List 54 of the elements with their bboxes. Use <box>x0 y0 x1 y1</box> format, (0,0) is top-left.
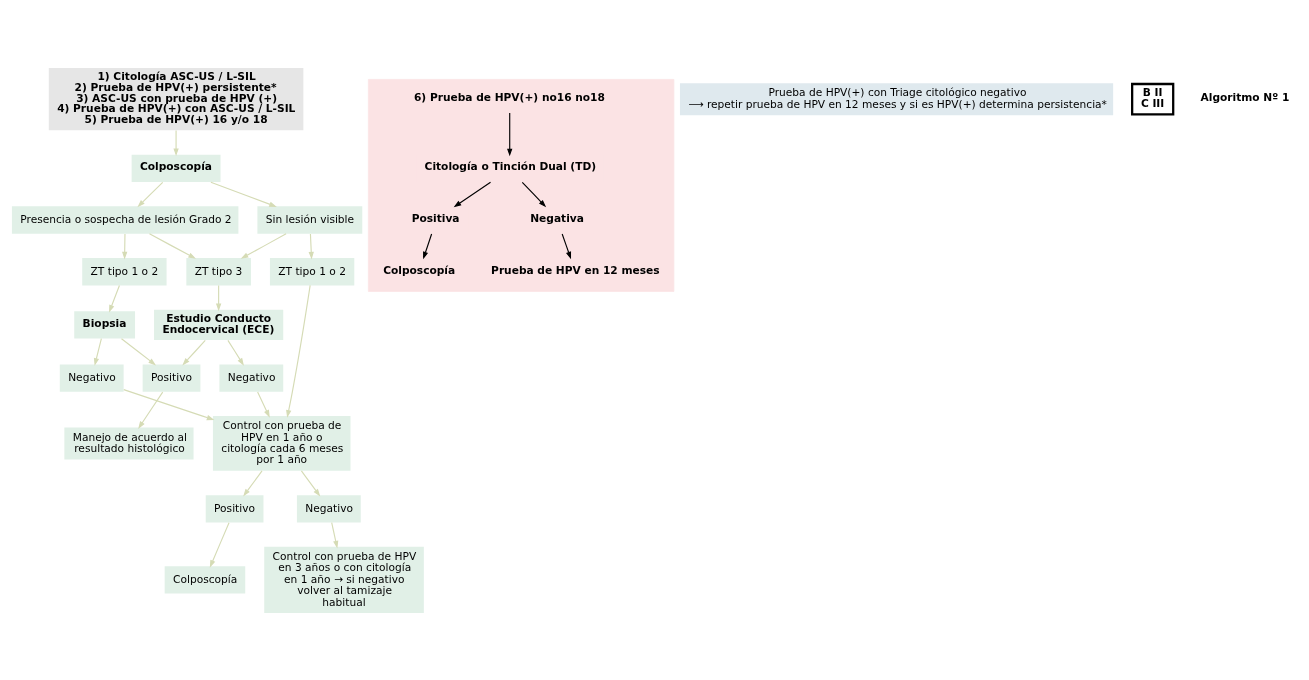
arrow <box>257 391 270 418</box>
node-text: Negativa <box>530 211 584 225</box>
node-box: Biopsia <box>74 310 136 339</box>
node-box: ZT tipo 3 <box>186 257 251 285</box>
arrow <box>122 232 128 259</box>
label: Algoritmo Nº 1 <box>1200 90 1290 104</box>
node-box: Colposcopía <box>131 154 221 182</box>
node-box: Negativo <box>219 363 284 392</box>
node-text: Citología o Tinción Dual (TD) <box>424 159 597 173</box>
arrow <box>300 469 321 496</box>
node-box: Manejo de acuerdo al resultado histológico <box>64 427 194 459</box>
arrow <box>423 232 433 259</box>
node-box: ZT tipo 1 o 2 <box>269 257 355 285</box>
node-text: Prueba de HPV en 12 meses <box>491 263 660 277</box>
node-box: B II C III <box>1131 82 1175 116</box>
arrow <box>286 284 311 418</box>
arrow <box>331 521 339 548</box>
arrow <box>109 284 120 313</box>
node-box: Control con prueba de HPV en 3 años o con citología en 1 año → si negativo volver al tamizaje habitual <box>264 546 424 613</box>
node-text: Colposcopía <box>383 263 456 277</box>
arrow <box>138 391 164 429</box>
arrow <box>521 181 547 207</box>
arrow <box>137 181 164 207</box>
node-box: Estudio Conducto Endocervical (ECE) <box>154 309 284 340</box>
arrow <box>93 337 102 366</box>
node-box: Negativo <box>296 494 361 522</box>
arrow <box>173 129 179 156</box>
node-box: ZT tipo 1 o 2 <box>82 257 167 285</box>
arrow <box>227 339 244 366</box>
node-box: Colposcopía <box>164 565 246 594</box>
arrow <box>243 469 263 496</box>
arrow <box>308 232 314 259</box>
node-box: 1) Citología ASC-US / L-SIL 2) Prueba de HPV(+) persistente* 3) ASC-US con prueba de HPV (+) 4) Prueba de HPV(+) con ASC-US / L-SIL 5) Prueba de HPV(+) 16 y/o 18 <box>48 67 304 130</box>
arrow <box>210 181 277 207</box>
arrow <box>123 388 215 420</box>
node-text: Positiva <box>411 211 460 225</box>
node-text: 6) Prueba de HPV(+) no16 no18 <box>413 90 605 104</box>
arrow <box>507 111 513 156</box>
node-box: Control con prueba de HPV en 1 año o citología cada 6 meses por 1 año <box>212 415 351 471</box>
arrow <box>120 337 156 365</box>
node-box: Negativo <box>59 363 124 392</box>
node-box: Prueba de HPV(+) con Triage citológico negativo ⟶ repetir prueba de HPV en 12 meses y si es HPV(+) determina persistencia* <box>679 82 1114 115</box>
arrow <box>209 521 230 568</box>
node-box: Positivo <box>142 363 201 392</box>
node-box: Positivo <box>205 494 264 522</box>
node-box: Sin lesión visible <box>257 205 363 234</box>
node-box: Presencia o sospecha de lesión Grado 2 <box>11 205 239 234</box>
arrow <box>215 284 222 311</box>
arrow <box>453 181 492 207</box>
cluster <box>368 78 675 292</box>
arrow <box>148 232 196 259</box>
arrow <box>240 232 287 259</box>
arrow <box>182 339 206 365</box>
arrow <box>561 232 572 259</box>
